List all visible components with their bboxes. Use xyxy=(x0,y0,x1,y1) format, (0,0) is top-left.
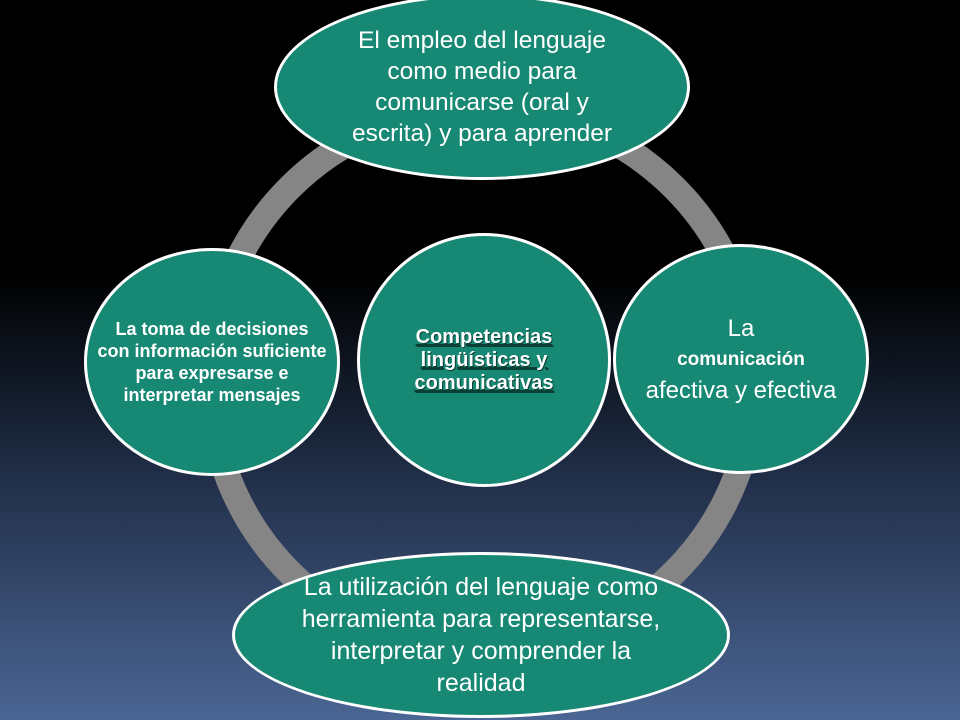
node-right-text: La comunicación afectiva y efectiva xyxy=(646,313,837,406)
node-center: Competencias lingüísticas y comunicativa… xyxy=(357,233,611,487)
node-right-line1: La xyxy=(727,314,755,342)
node-bottom: La utilización del lenguaje como herrami… xyxy=(232,552,730,718)
node-right: La comunicación afectiva y efectiva xyxy=(613,244,869,474)
node-left: La toma de decisiones con información su… xyxy=(84,248,340,476)
node-top-text: El empleo del lenguaje como medio para c… xyxy=(351,27,613,147)
node-bottom-text: La utilización del lenguaje como herrami… xyxy=(301,573,661,697)
node-center-text: Competencias lingüísticas y comunicativa… xyxy=(414,325,554,394)
node-top: El empleo del lenguaje como medio para c… xyxy=(274,0,690,180)
node-right-line2: comunicación xyxy=(677,348,805,370)
node-left-text: La toma de decisiones con información su… xyxy=(97,319,327,405)
node-right-line3: afectiva y efectiva xyxy=(645,376,837,404)
